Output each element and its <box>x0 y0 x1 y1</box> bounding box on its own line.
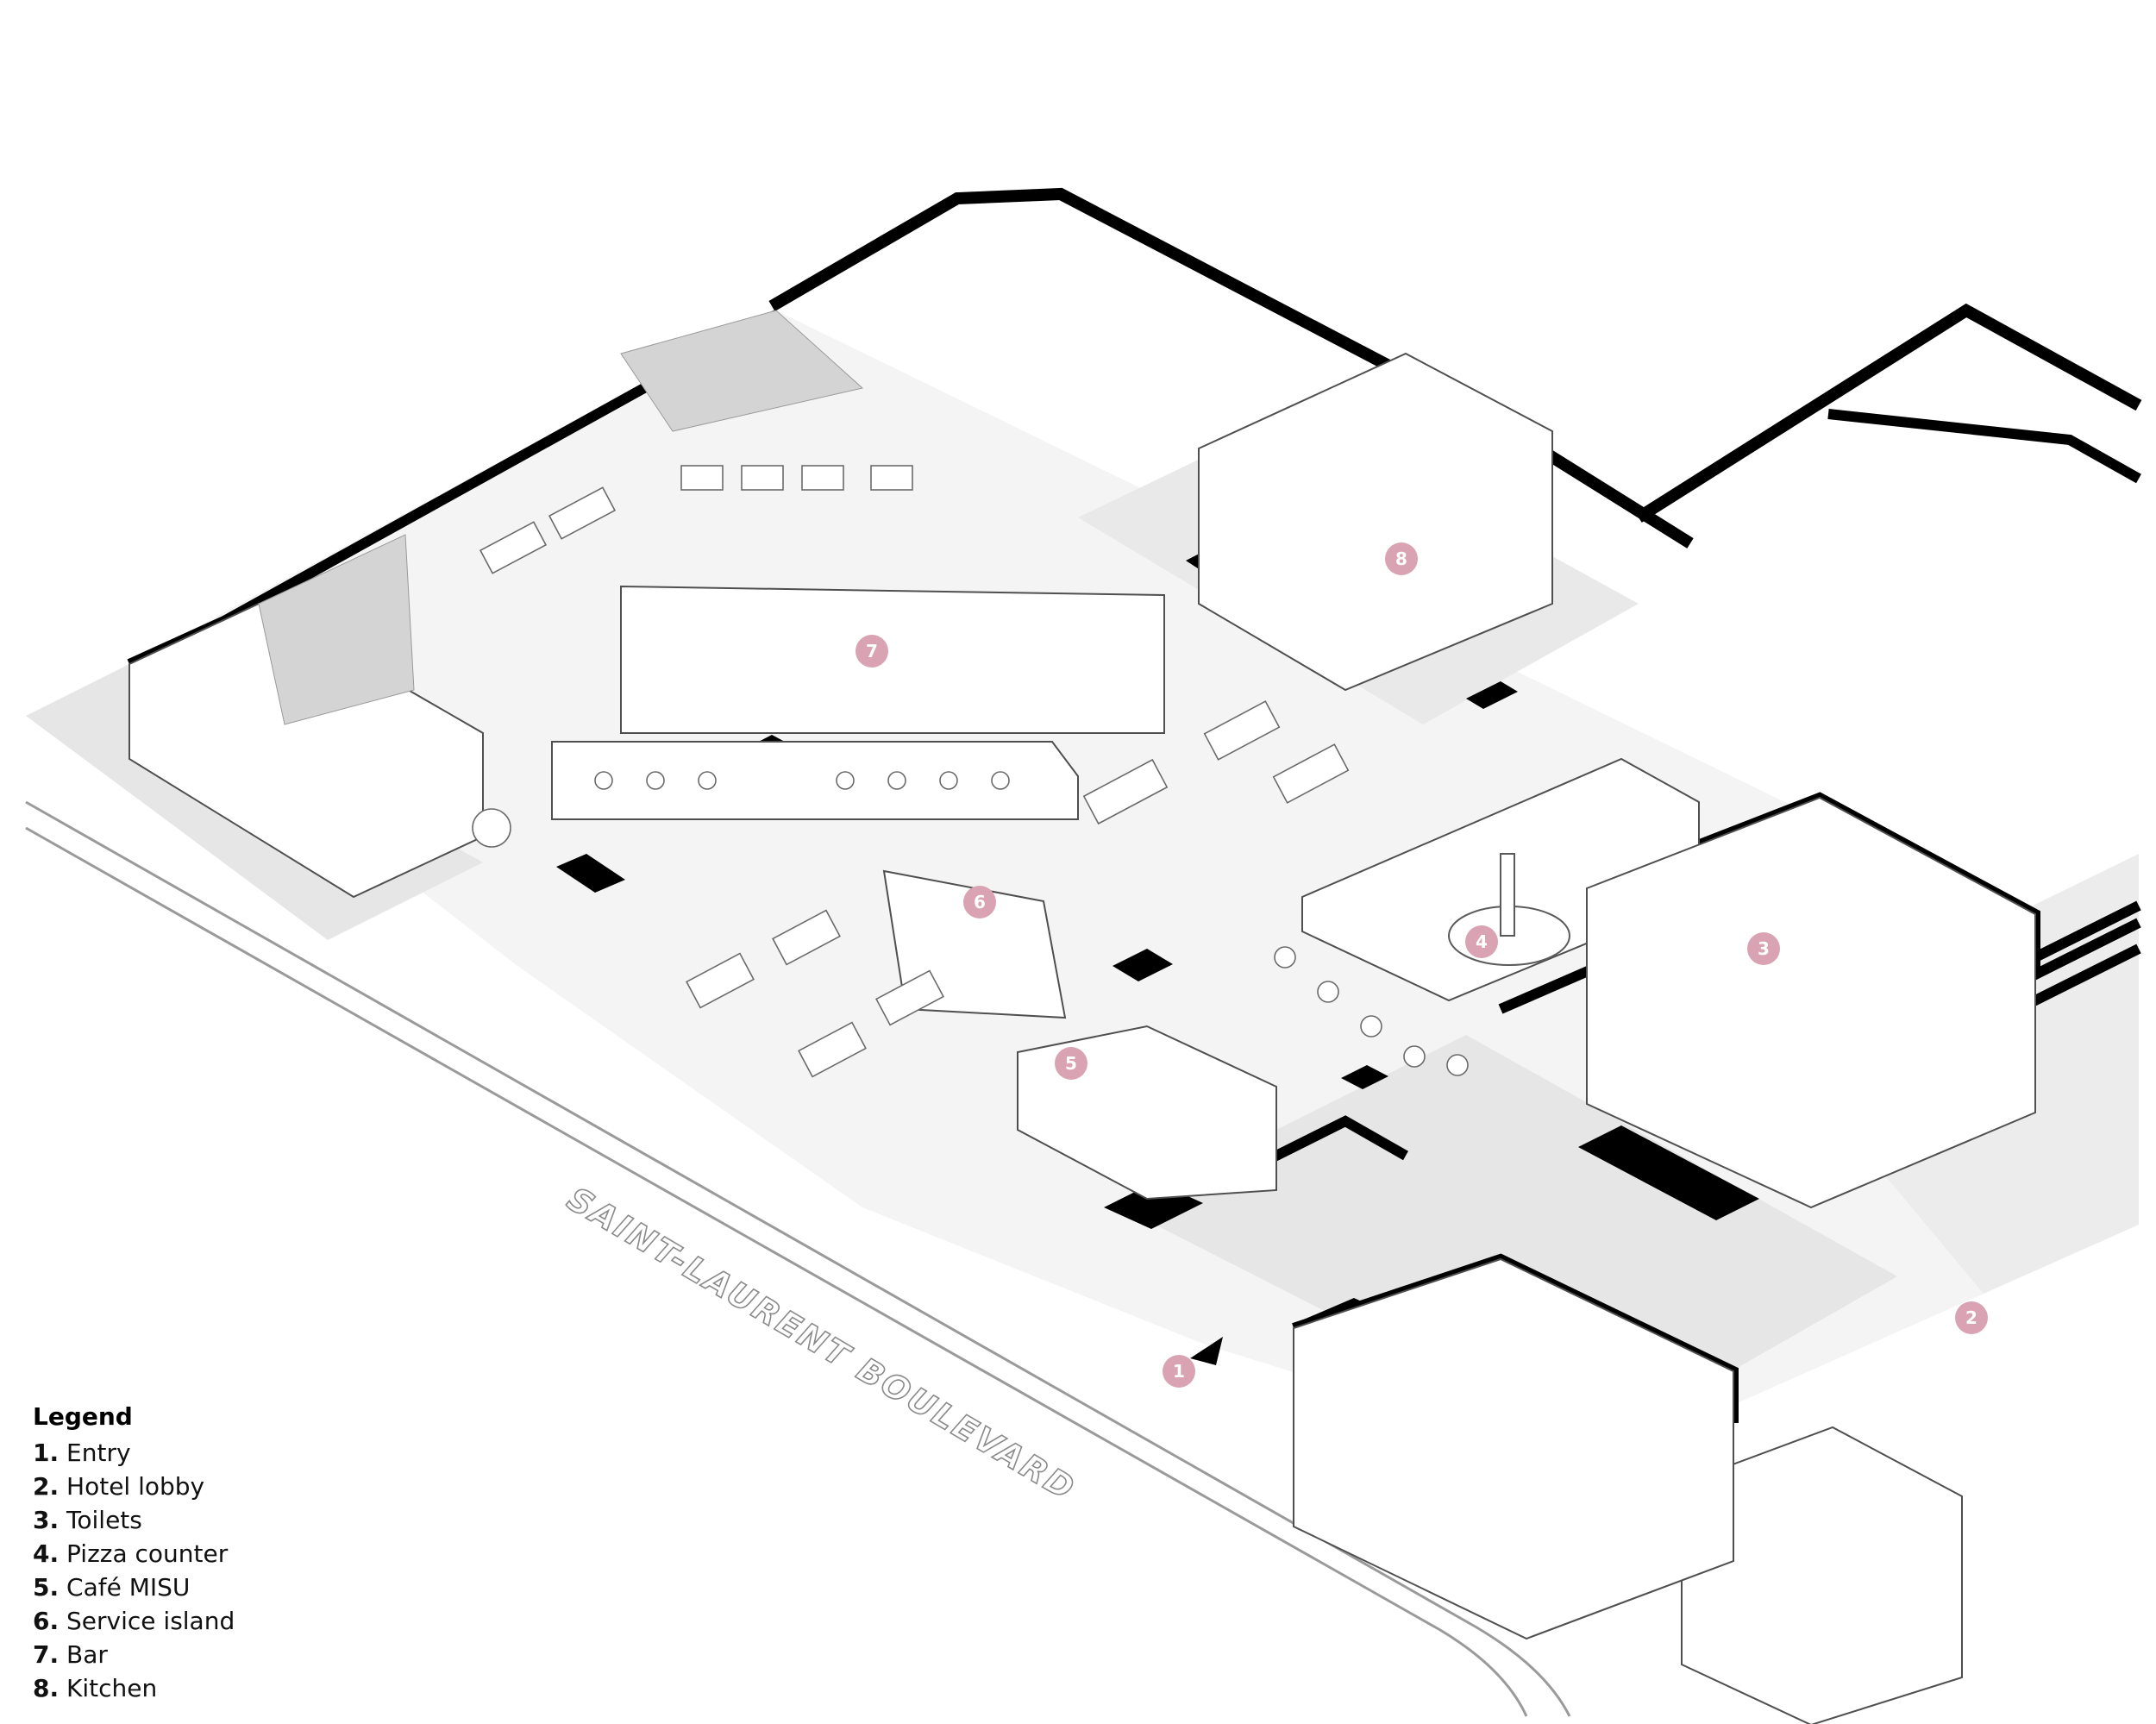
marker-3-label: 3 <box>1758 938 1770 959</box>
terrace-table-2 <box>548 486 617 540</box>
marker-5-label: 5 <box>1065 1053 1077 1074</box>
lounge-pad-1 <box>680 465 724 491</box>
entry-vestibule <box>1293 1257 1734 1640</box>
east-wing-wall <box>1635 303 2142 523</box>
south-corridor-cap <box>1578 1125 1759 1220</box>
marker-2-label: 2 <box>1965 1307 1977 1328</box>
marker-6-label: 6 <box>974 892 986 912</box>
legend-item-label: Service island <box>66 1607 235 1635</box>
legend-item-label: Pizza counter <box>66 1539 229 1568</box>
side-table-2 <box>1203 700 1281 761</box>
planter-northwest <box>258 534 415 725</box>
pizza-wall-cap <box>1466 681 1518 709</box>
back-bar <box>620 585 1165 734</box>
cafe-cap <box>1112 949 1173 981</box>
legend-item-label: Kitchen <box>66 1674 158 1702</box>
marker-8-label: 8 <box>1395 549 1407 569</box>
marker-4-label: 4 <box>1476 931 1488 952</box>
bar-counter <box>551 741 1079 820</box>
marker-1: 1 <box>1163 1355 1195 1388</box>
legend-item: 8. Kitchen <box>33 1671 395 1705</box>
marker-8: 8 <box>1385 542 1418 575</box>
lounge-pad-2 <box>741 465 784 491</box>
bar-stool-1 <box>594 771 613 790</box>
legend-item-number: 2. <box>33 1472 60 1501</box>
planter-north <box>620 310 864 432</box>
legend-item-number: 1. <box>33 1439 60 1467</box>
legend-item: 1. Entry <box>33 1436 395 1470</box>
legend-item: 3. Toilets <box>33 1503 395 1537</box>
legend-list: 1. Entry 2. Hotel lobby 3. Toilets 4. Pi… <box>33 1436 395 1705</box>
legend-item-number: 7. <box>33 1640 60 1669</box>
dining-table-4 <box>798 1021 867 1078</box>
dining-table-1 <box>686 952 755 1009</box>
marker-4: 4 <box>1465 925 1498 958</box>
bar-stool-2 <box>646 771 665 790</box>
terrace-round-table <box>472 808 511 848</box>
dining-table-3 <box>875 969 944 1026</box>
marker-7-label: 7 <box>866 641 878 661</box>
dining-table-2 <box>772 909 841 966</box>
toilet-block <box>1586 796 2036 1209</box>
furniture <box>472 465 1469 1078</box>
lounge-pad-3 <box>801 465 844 491</box>
marker-6: 6 <box>963 886 996 918</box>
street <box>25 800 1571 1717</box>
bar-stool-7 <box>991 771 1010 790</box>
entry-arrow-icon <box>1190 1337 1223 1365</box>
stool-5 <box>1446 1054 1469 1076</box>
legend-item-number: 8. <box>33 1674 60 1702</box>
marker-5: 5 <box>1055 1047 1087 1080</box>
legend-item: 7. Bar <box>33 1638 395 1671</box>
terrace-table-1 <box>479 521 548 574</box>
legend-item-label: Café MISU <box>66 1573 191 1602</box>
stool-1 <box>1274 946 1296 969</box>
marker-2: 2 <box>1955 1301 1988 1334</box>
legend-item-label: Bar <box>66 1640 108 1669</box>
legend: Legend 1. Entry 2. Hotel lobby 3. Toilet… <box>33 1402 395 1705</box>
legend-item: 4. Pizza counter <box>33 1537 395 1570</box>
marker-1-label: 1 <box>1173 1361 1185 1382</box>
legend-item-number: 3. <box>33 1506 60 1534</box>
legend-item: 2. Hotel lobby <box>33 1470 395 1503</box>
legend-item-label: Hotel lobby <box>66 1472 205 1501</box>
bar-stool-6 <box>939 771 958 790</box>
lounge-pad-4 <box>870 465 913 491</box>
street-curb-inner <box>25 826 1528 1717</box>
marker-7: 7 <box>856 635 888 668</box>
markers: 1 2 3 4 5 6 7 8 <box>856 542 1988 1388</box>
terrace-gate-cap <box>556 854 625 893</box>
legend-title: Legend <box>33 1402 133 1431</box>
marker-3: 3 <box>1747 932 1780 965</box>
bar-stool-3 <box>698 771 717 790</box>
side-table-1 <box>1082 758 1169 825</box>
stool-3 <box>1360 1015 1382 1038</box>
street-curb-outer <box>25 800 1571 1717</box>
kitchen-partition <box>1198 352 1553 692</box>
oven-flue <box>1500 853 1515 937</box>
bar-stool-5 <box>887 771 906 790</box>
legend-item-label: Entry <box>66 1439 131 1467</box>
side-table-3 <box>1272 743 1350 804</box>
legend-item: 6. Service island <box>33 1604 395 1638</box>
stool-2 <box>1317 981 1339 1003</box>
pillar-cap-1 <box>1341 1065 1388 1089</box>
planters <box>258 310 864 725</box>
legend-item-number: 6. <box>33 1607 60 1635</box>
east-wing-inner <box>1827 409 2141 484</box>
stool-4 <box>1403 1045 1426 1068</box>
legend-item-label: Toilets <box>66 1506 142 1534</box>
legend-item-number: 5. <box>33 1573 60 1602</box>
legend-item-number: 4. <box>33 1539 60 1568</box>
bar-stool-4 <box>836 771 855 790</box>
southeast-block <box>1681 1426 1963 1724</box>
legend-item: 5. Café MISU <box>33 1570 395 1604</box>
